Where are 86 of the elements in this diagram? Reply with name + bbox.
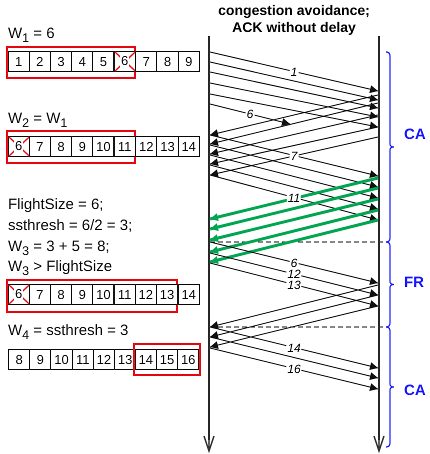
arrow xyxy=(210,126,378,166)
segment-cell: 7 xyxy=(28,136,51,156)
segment-cell: 10 xyxy=(50,349,73,370)
segment-cell: 8 xyxy=(50,136,72,156)
phase-label: FR xyxy=(404,274,424,292)
segment-cell: 7 xyxy=(135,51,158,72)
segment-cell: 15 xyxy=(156,348,178,370)
segment-cell: 9 xyxy=(71,284,94,304)
segment-cell: 11 xyxy=(114,136,136,156)
segment-cell: 16 xyxy=(177,348,200,370)
arrow xyxy=(210,336,378,380)
arrow xyxy=(210,104,290,126)
segment-cell: 9 xyxy=(178,51,200,72)
segment-cell: 6 xyxy=(114,50,136,72)
arrow xyxy=(210,252,378,297)
segment-cell: 12 xyxy=(134,284,157,304)
segment-cell: 13 xyxy=(156,284,178,304)
segment-cell: 9 xyxy=(71,136,94,156)
arrow xyxy=(210,102,378,146)
edge-label: 11 xyxy=(286,192,302,204)
phase-label: CA xyxy=(404,382,426,400)
segment-cell: 12 xyxy=(135,136,158,157)
segment-cell: 14 xyxy=(178,136,200,157)
formula-text: ssthresh = 6/2 = 3; xyxy=(8,217,132,235)
arrow xyxy=(210,306,378,349)
window-frame xyxy=(6,130,136,164)
arrow xyxy=(210,294,378,339)
segment-cell: 6 xyxy=(8,284,30,304)
segment-cell: 1 xyxy=(8,50,30,72)
arrow xyxy=(210,164,378,211)
edge-label: 13 xyxy=(286,278,302,290)
arrow xyxy=(210,218,378,264)
segment-cell: 14 xyxy=(178,284,200,305)
segment-cell: 4 xyxy=(71,50,94,72)
arrow xyxy=(210,94,378,138)
window-frame xyxy=(133,343,201,376)
formula-text: W$_{3}$ = 3 + 5 = 8; xyxy=(8,238,110,260)
formula-text: W$_{1}$ = 6 xyxy=(8,25,55,47)
edge-label: 6 xyxy=(290,256,298,268)
edge-label: 1 xyxy=(290,66,298,78)
segment-cell: 9 xyxy=(29,349,52,370)
edge-label: 7 xyxy=(290,150,298,162)
window-frame xyxy=(6,46,136,79)
segment-cell: 6 xyxy=(8,136,30,156)
segment-cell: 10 xyxy=(92,136,114,156)
arrow xyxy=(210,82,378,120)
arrow xyxy=(210,262,378,308)
segment-cell: 14 xyxy=(134,348,157,370)
arrow xyxy=(210,284,378,329)
arrow xyxy=(210,52,378,94)
formula-text: W$_{4}$ = ssthresh = 3 xyxy=(8,322,128,344)
arrow xyxy=(210,114,378,156)
arrow xyxy=(210,144,378,189)
arrow xyxy=(210,326,378,370)
formula-text: W$_{2}$ = W$_{1}$ xyxy=(8,110,68,132)
edge-label: 16 xyxy=(286,362,302,374)
segment-cell: 5 xyxy=(92,50,114,72)
segment-cell: 7 xyxy=(28,284,51,304)
arrow xyxy=(210,242,378,285)
edge-label: 6 xyxy=(246,108,254,120)
arrow xyxy=(210,198,378,242)
edge-label: 14 xyxy=(286,342,302,354)
phase-label: CA xyxy=(404,126,426,144)
arrow xyxy=(210,62,378,102)
segment-cell: 8 xyxy=(8,349,30,370)
arrow xyxy=(210,348,378,391)
segment-cell: 13 xyxy=(156,136,179,157)
lifeline xyxy=(208,36,210,440)
window-frame xyxy=(6,279,178,313)
arrow xyxy=(210,186,378,231)
segment-cell: 8 xyxy=(156,51,179,72)
arrow xyxy=(210,208,378,254)
segment-cell: 8 xyxy=(50,284,72,304)
edge-label: 12 xyxy=(286,268,302,280)
arrow xyxy=(210,94,378,130)
formula-text: FlightSize = 6; xyxy=(8,196,104,214)
lifeline xyxy=(378,36,380,440)
formula-text: W$_{3}$ > FlightSize xyxy=(8,258,112,280)
arrow xyxy=(210,154,378,200)
segment-cell: 10 xyxy=(92,284,114,304)
segment-cell: 11 xyxy=(114,284,136,304)
segment-cell: 11 xyxy=(72,349,94,370)
arrow xyxy=(210,72,378,110)
segment-cell: 12 xyxy=(92,349,115,370)
segment-cell: 2 xyxy=(28,50,51,72)
segment-cell: 3 xyxy=(50,50,72,72)
